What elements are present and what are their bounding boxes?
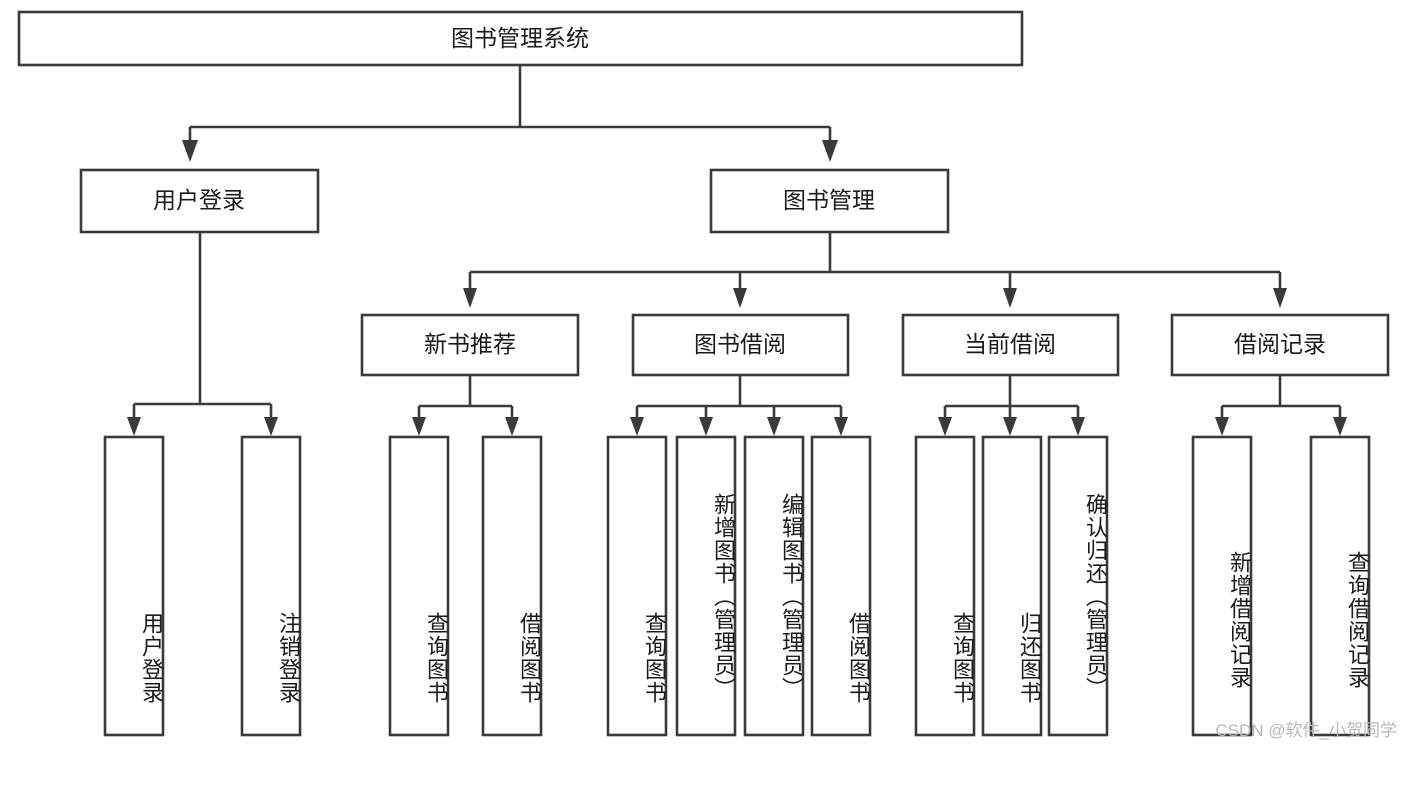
connector-group-book-borrow — [630, 375, 848, 436]
node-label-root: 图书管理系统 — [451, 25, 589, 51]
node-box-user-login[interactable] — [79, 168, 320, 234]
node-label-book-borrow: 图书借阅 — [694, 331, 786, 357]
node-box-book-management[interactable] — [709, 168, 950, 234]
arrow-head-leaf-add-borrow-record — [1215, 417, 1229, 436]
node-box-leaf-edit-book-admin[interactable] — [743, 435, 805, 737]
node-box-leaf-query-borrow-record[interactable] — [1309, 435, 1371, 737]
arrow-head-leaf-borrow-book-1 — [505, 417, 519, 436]
arrow-head-leaf-query-book-3 — [938, 417, 952, 436]
connector-group-user-login — [127, 232, 278, 436]
connector-group-root — [182, 65, 838, 162]
arrow-head-new-book-recommend — [463, 288, 477, 308]
connector-group-book-management — [463, 232, 1287, 308]
node-box-current-borrow[interactable] — [901, 313, 1120, 377]
node-box-borrow-record[interactable] — [1170, 313, 1390, 377]
diagram-canvas: 图书管理系统 用户登录 图书管理 新书推荐 图书借阅 当前借阅 借阅记录 用户登… — [17, 10, 1397, 740]
node-box-root[interactable] — [17, 10, 1024, 67]
arrow-head-book-management — [822, 140, 838, 162]
node-label-borrow-record: 借阅记录 — [1234, 331, 1326, 357]
arrow-head-leaf-edit-book-admin — [767, 417, 781, 436]
node-box-leaf-query-book-2[interactable] — [606, 435, 668, 737]
node-box-leaf-borrow-book-1[interactable] — [481, 435, 543, 737]
node-box-leaf-confirm-return-admin[interactable] — [1047, 435, 1109, 737]
connector-group-borrow-record — [1215, 375, 1347, 436]
arrow-head-leaf-borrow-book-2 — [834, 417, 848, 436]
arrow-head-leaf-query-book-1 — [412, 417, 426, 436]
node-box-leaf-add-book-admin[interactable] — [675, 435, 737, 737]
node-box-leaf-logout-login[interactable] — [240, 435, 302, 737]
node-label-new-book-recommend: 新书推荐 — [424, 331, 516, 357]
node-box-leaf-user-login[interactable] — [103, 435, 165, 737]
node-box-leaf-query-book-3[interactable] — [914, 435, 976, 737]
node-box-book-borrow[interactable] — [631, 313, 850, 377]
connector-group-new-book-recommend — [412, 375, 519, 436]
node-box-leaf-return-book[interactable] — [981, 435, 1043, 737]
node-box-new-book-recommend[interactable] — [360, 313, 580, 377]
arrow-head-borrow-record — [1273, 288, 1287, 308]
node-box-leaf-query-book-1[interactable] — [388, 435, 450, 737]
arrow-head-leaf-logout-login — [264, 417, 278, 436]
arrow-head-leaf-query-book-2 — [630, 417, 644, 436]
arrow-head-current-borrow — [1003, 288, 1017, 308]
node-box-leaf-borrow-book-2[interactable] — [810, 435, 872, 737]
arrow-head-leaf-user-login — [127, 417, 141, 436]
arrow-head-leaf-add-book-admin — [699, 417, 713, 436]
arrow-head-leaf-query-borrow-record — [1333, 417, 1347, 436]
node-label-user-login: 用户登录 — [153, 187, 245, 213]
connector-group-current-borrow — [938, 375, 1085, 436]
arrow-head-user-login — [182, 140, 198, 162]
arrow-head-book-borrow — [733, 288, 747, 308]
arrow-head-leaf-confirm-return-admin — [1071, 417, 1085, 436]
arrow-head-leaf-return-book — [1003, 417, 1017, 436]
node-label-current-borrow: 当前借阅 — [964, 331, 1056, 357]
watermark-label: CSDN @软件_小贺同学 — [1215, 721, 1397, 740]
node-label-book-management: 图书管理 — [783, 187, 875, 213]
node-box-leaf-add-borrow-record[interactable] — [1191, 435, 1253, 737]
diagram-svg: 图书管理系统 用户登录 图书管理 新书推荐 图书借阅 当前借阅 借阅记录 — [17, 10, 1390, 737]
